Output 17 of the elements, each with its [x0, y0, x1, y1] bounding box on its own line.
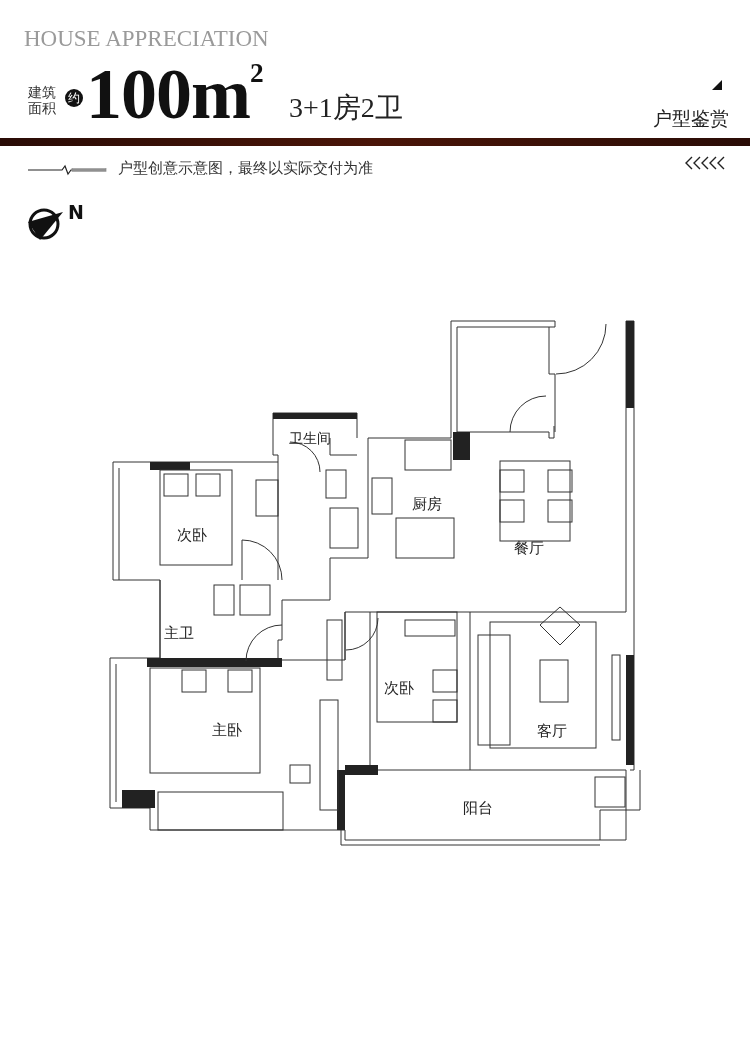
area-value: 100m$^{2}$: [86, 58, 263, 130]
room-label: 主卫: [164, 625, 194, 642]
approx-badge: 约: [65, 89, 83, 107]
room-label: 次卧: [384, 680, 414, 697]
room-label: 阳台: [463, 800, 493, 817]
room-label: 主卧: [212, 722, 242, 739]
section-title: 户型鉴赏: [653, 108, 729, 129]
subtitle: HOUSE APPRECIATION: [24, 26, 269, 52]
room-label: 卫生间: [289, 431, 331, 447]
disclaimer-note: 户型创意示意图，最终以实际交付为准: [118, 160, 373, 177]
layout-type: 3+1房2卫: [289, 93, 403, 124]
room-label: 次卧: [177, 527, 207, 544]
area-label: 建筑面积: [28, 84, 57, 117]
room-label: 厨房: [412, 496, 442, 513]
room-label: 餐厅: [514, 540, 544, 557]
north-label: N: [68, 202, 84, 223]
room-label: 客厅: [537, 723, 567, 740]
